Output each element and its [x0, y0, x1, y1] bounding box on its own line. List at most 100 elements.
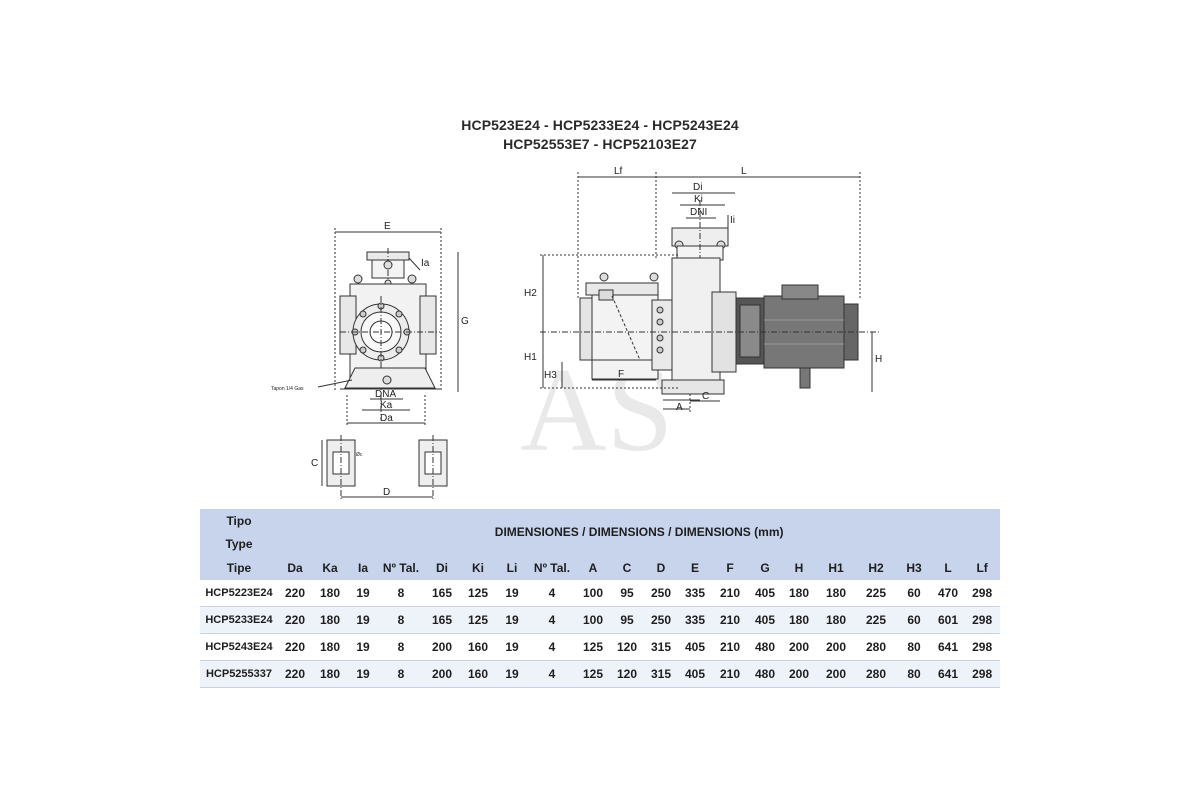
value-cell: 4	[528, 606, 576, 634]
col-header: Ka	[312, 555, 348, 580]
value-cell: 200	[782, 660, 816, 688]
value-cell: 220	[278, 660, 312, 688]
value-cell: 125	[460, 580, 496, 607]
label-D: D	[383, 487, 390, 498]
header-row-2: Type	[200, 532, 1000, 555]
label-tapon: Tapon 1/4 Gas	[271, 386, 304, 392]
col-header: C	[610, 555, 644, 580]
label-H1: H1	[524, 352, 537, 363]
col-header: Di	[424, 555, 460, 580]
value-cell: 80	[896, 660, 932, 688]
value-cell: 180	[782, 606, 816, 634]
value-cell: 4	[528, 660, 576, 688]
value-cell: 165	[424, 580, 460, 607]
value-cell: 180	[312, 580, 348, 607]
label-Di: Di	[693, 182, 702, 193]
value-cell: 225	[856, 580, 896, 607]
value-cell: 250	[644, 580, 678, 607]
value-cell: 125	[576, 633, 610, 661]
value-cell: 298	[964, 606, 1001, 634]
col-header: H1	[816, 555, 856, 580]
value-cell: 405	[678, 633, 712, 661]
value-cell: 120	[610, 660, 644, 688]
label-A: A	[676, 402, 683, 413]
value-cell: 180	[312, 633, 348, 661]
value-cell: 180	[312, 660, 348, 688]
col-header: Li	[496, 555, 528, 580]
col-header: E	[678, 555, 712, 580]
value-cell: 60	[896, 580, 932, 607]
value-cell: 225	[856, 606, 896, 634]
value-cell: 165	[424, 606, 460, 634]
value-cell: 280	[856, 633, 896, 661]
label-Ka: Ka	[380, 400, 393, 411]
label-G: G	[461, 316, 469, 327]
col-header: Da	[278, 555, 312, 580]
value-cell: 80	[896, 633, 932, 661]
value-cell: 200	[424, 633, 460, 661]
label-Ki: Ki	[694, 194, 703, 205]
value-cell: 200	[816, 660, 856, 688]
label-E: E	[384, 221, 391, 232]
col-header: D	[644, 555, 678, 580]
value-cell: 405	[678, 660, 712, 688]
header-row-3: Tipe Da Ka Ia Nº Tal. Di Ki Li Nº Tal. A…	[200, 555, 1001, 580]
value-cell: 8	[378, 606, 424, 634]
value-cell: 19	[496, 633, 528, 661]
value-cell: 4	[528, 580, 576, 607]
model-cell: HCP5243E24	[200, 633, 278, 661]
model-cell: HCP5255337	[200, 660, 278, 688]
type-header-en: Type	[200, 532, 278, 555]
value-cell: 200	[816, 633, 856, 661]
label-Da: Da	[380, 413, 393, 424]
value-cell: 8	[378, 633, 424, 661]
value-cell: 60	[896, 606, 932, 634]
label-DNA: DNA	[375, 389, 396, 400]
col-header: Ki	[460, 555, 496, 580]
value-cell: 298	[964, 580, 1001, 607]
value-cell: 160	[460, 633, 496, 661]
label-Ia: Ia	[421, 258, 430, 269]
col-header: A	[576, 555, 610, 580]
value-cell: 298	[964, 660, 1001, 688]
header-row-1: Tipo DIMENSIONES / DIMENSIONS / DIMENSIO…	[200, 509, 1001, 555]
value-cell: 100	[576, 580, 610, 607]
front-view	[317, 228, 459, 500]
label-H3: H3	[544, 370, 557, 381]
col-header: Lf	[964, 555, 1001, 580]
value-cell: 120	[610, 633, 644, 661]
col-header: H3	[896, 555, 932, 580]
value-cell: 601	[932, 606, 964, 634]
value-cell: 180	[782, 580, 816, 607]
model-cell: HCP5223E24	[200, 580, 278, 607]
col-header: Nº Tal.	[528, 555, 576, 580]
label-C-foot: C	[311, 458, 318, 469]
value-cell: 480	[748, 660, 782, 688]
value-cell: 641	[932, 633, 964, 661]
col-header: L	[932, 555, 964, 580]
value-cell: 405	[748, 580, 782, 607]
value-cell: 250	[644, 606, 678, 634]
label-H2: H2	[524, 288, 537, 299]
technical-drawing: AS	[271, 166, 882, 500]
value-cell: 220	[278, 606, 312, 634]
side-view-labels: Lf L Di Ki DNI Ii H2 H1 H3 F A C H	[524, 166, 882, 413]
value-cell: 210	[712, 660, 748, 688]
front-view-labels: E Ia G DNA Ka Da C D Tapon 1/4 Gas Øc	[271, 221, 469, 498]
value-cell: 298	[964, 633, 1001, 661]
value-cell: 4	[528, 633, 576, 661]
label-H: H	[875, 354, 882, 365]
label-L: L	[741, 166, 747, 177]
value-cell: 19	[348, 606, 378, 634]
col-header: Ia	[348, 555, 378, 580]
label-C-side: C	[702, 391, 709, 402]
value-cell: 19	[348, 633, 378, 661]
value-cell: 280	[856, 660, 896, 688]
value-cell: 19	[496, 606, 528, 634]
drawing-title-line-1: HCP523E24 - HCP5233E24 - HCP5243E24	[461, 117, 739, 133]
